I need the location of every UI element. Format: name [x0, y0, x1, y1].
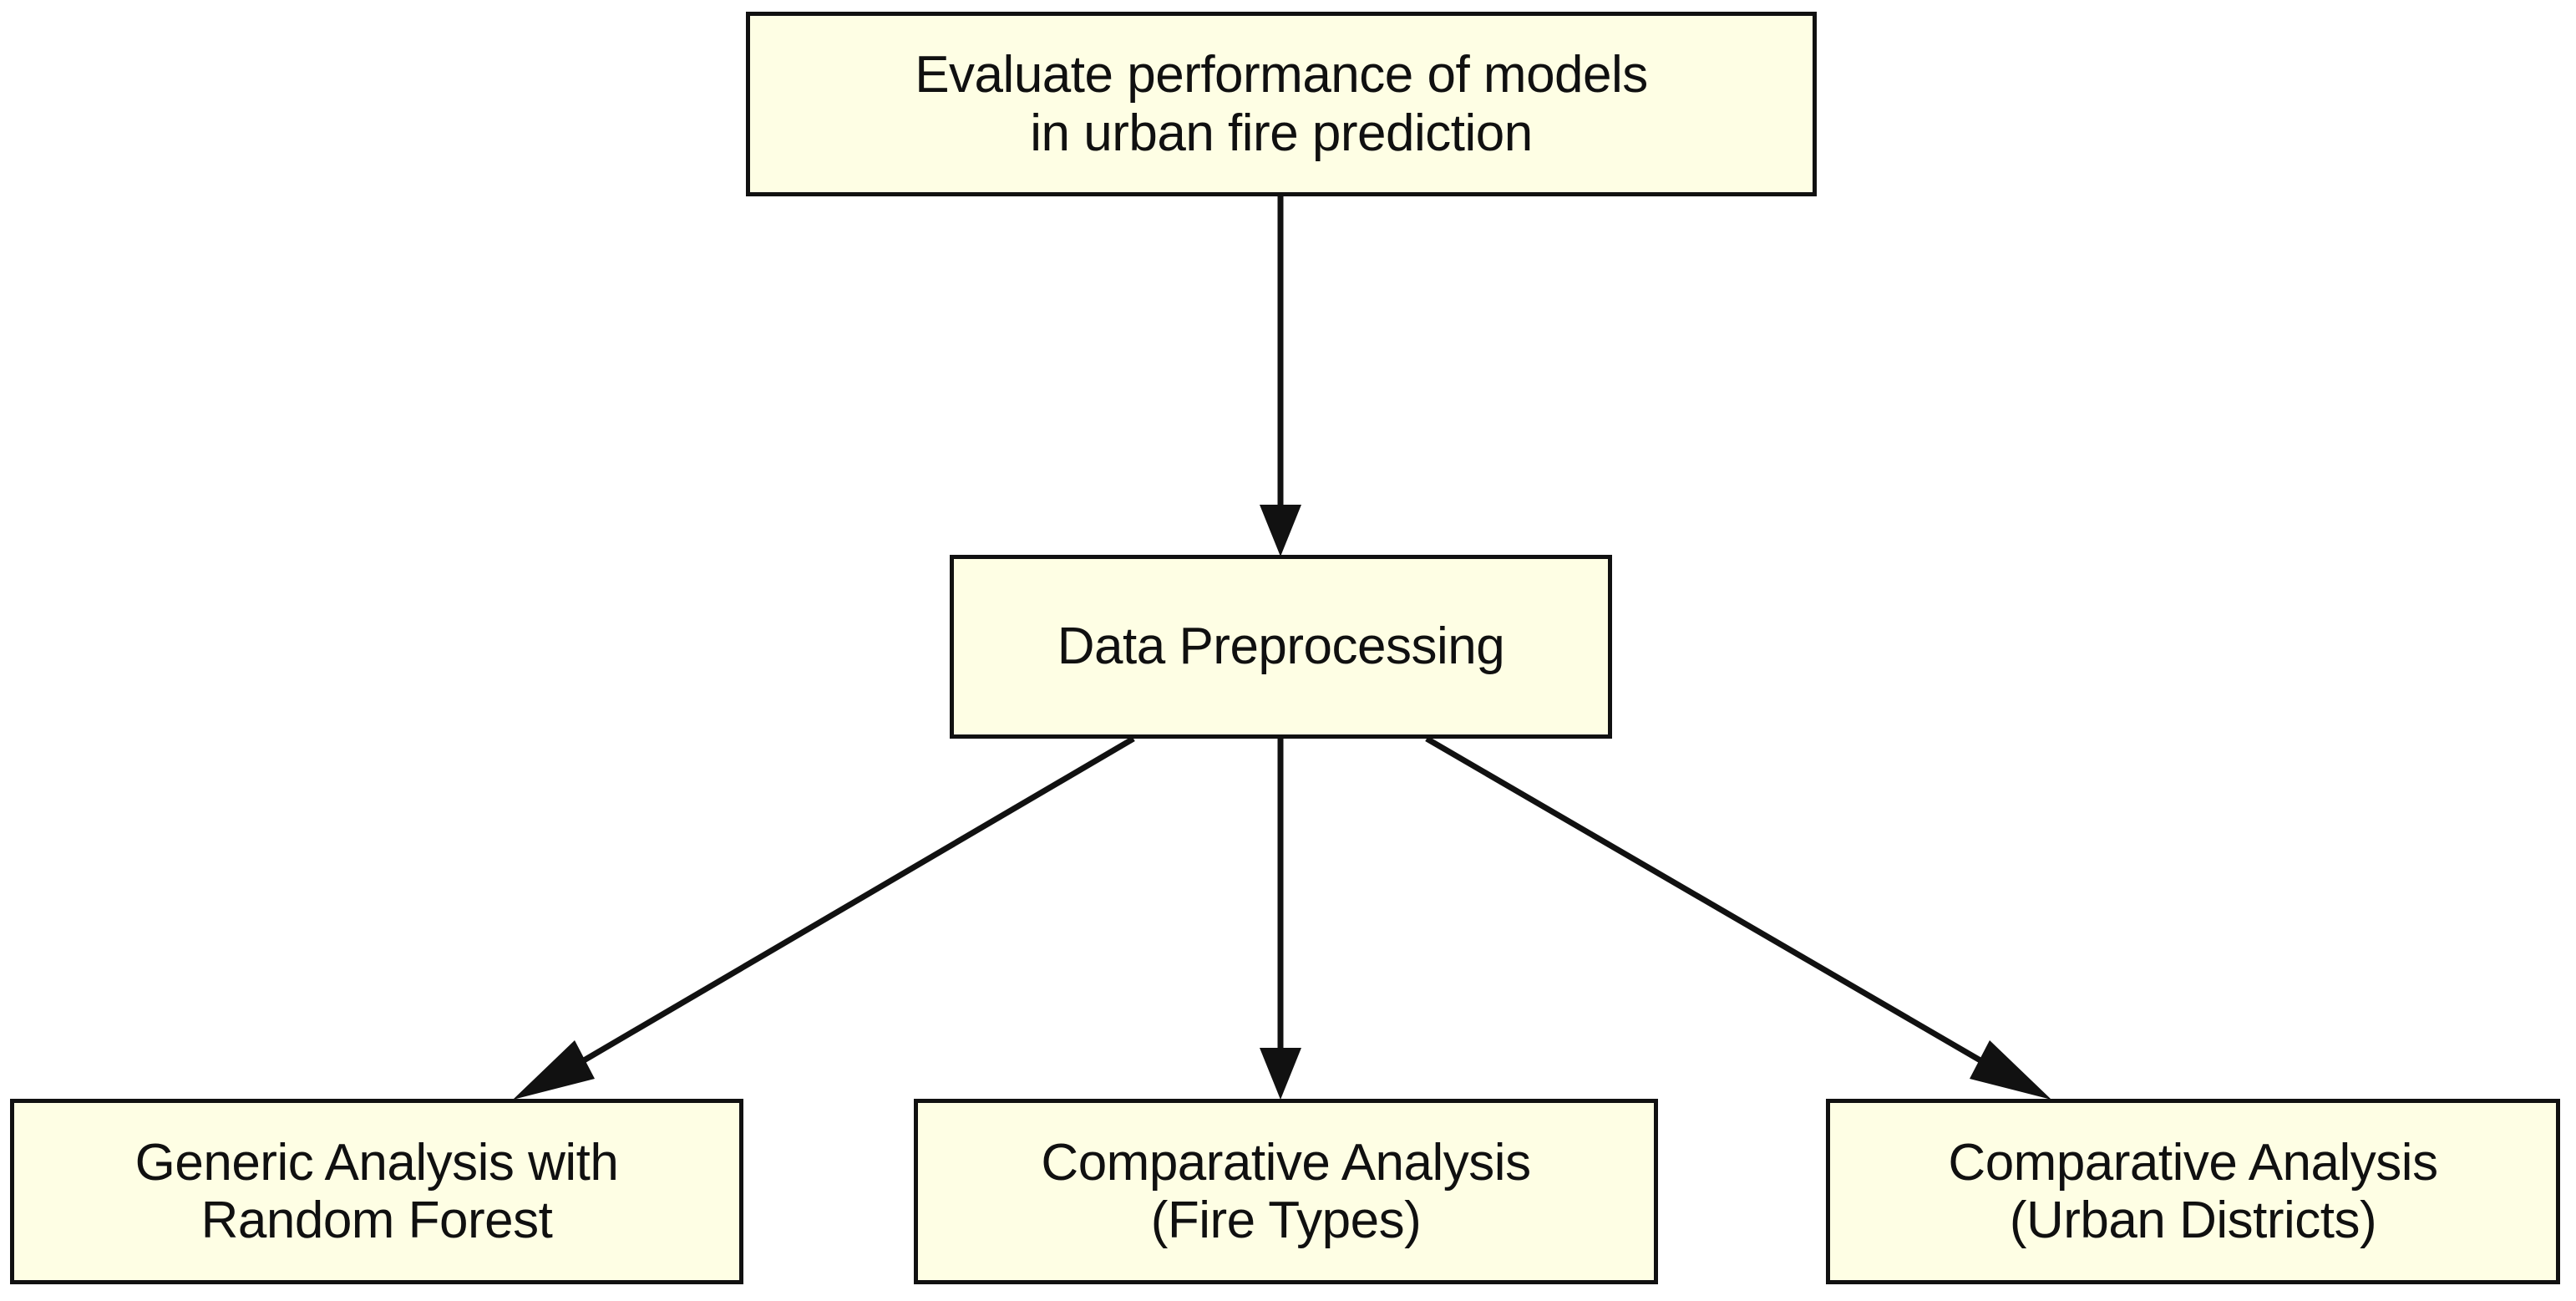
edge-goal-to-preprocessing	[1260, 196, 1301, 556]
node-generic-analysis-random-forest[interactable]: Generic Analysis with Random Forest	[10, 1099, 743, 1284]
node-comparative-analysis-fire-types-label: Comparative Analysis (Fire Types)	[1041, 1133, 1531, 1249]
node-goal-label: Evaluate performance of models in urban …	[915, 46, 1648, 162]
node-goal[interactable]: Evaluate performance of models in urban …	[746, 12, 1817, 196]
node-data-preprocessing-label: Data Preprocessing	[1057, 617, 1505, 676]
arrowhead-icon	[1970, 1040, 2051, 1100]
arrowhead-icon	[1260, 1048, 1301, 1100]
node-comparative-analysis-urban-districts[interactable]: Comparative Analysis (Urban Districts)	[1826, 1099, 2560, 1284]
node-comparative-analysis-fire-types[interactable]: Comparative Analysis (Fire Types)	[914, 1099, 1658, 1284]
edge-preprocessing-to-random-forest	[513, 735, 1135, 1100]
node-comparative-analysis-urban-districts-label: Comparative Analysis (Urban Districts)	[1948, 1133, 2438, 1249]
node-data-preprocessing[interactable]: Data Preprocessing	[950, 555, 1612, 739]
edge-preprocessing-to-fire-types	[1260, 739, 1301, 1100]
node-generic-analysis-random-forest-label: Generic Analysis with Random Forest	[134, 1133, 619, 1249]
edge-preprocessing-to-urban-districts	[1425, 735, 2051, 1100]
arrowhead-icon	[513, 1040, 595, 1100]
arrowhead-icon	[1260, 505, 1301, 556]
